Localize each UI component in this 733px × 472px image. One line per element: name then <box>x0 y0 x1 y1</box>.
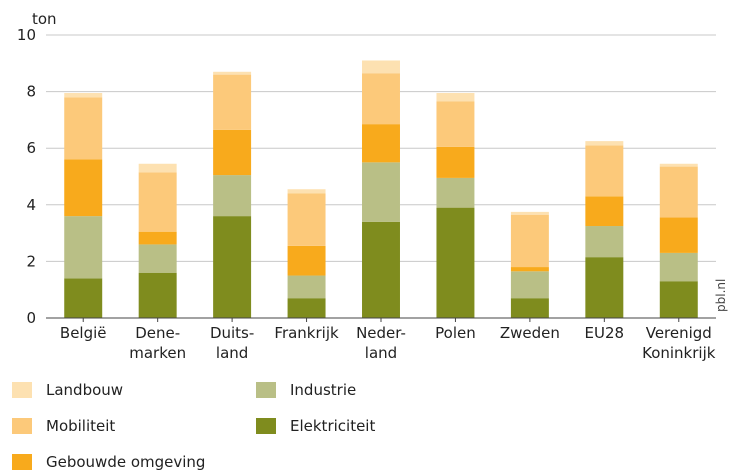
x-tick-label: EU28 <box>585 324 625 342</box>
legend-swatch <box>256 418 276 434</box>
bar-segment <box>659 166 698 218</box>
x-tick-label: Duits- <box>210 324 254 342</box>
bar-segment <box>213 74 252 130</box>
x-tick-label: Neder- <box>356 324 406 342</box>
bar-segment <box>213 129 252 176</box>
bar-segment <box>436 207 475 318</box>
bar-segment <box>287 298 326 318</box>
x-tick-label: Zweden <box>500 324 560 342</box>
bar-segment <box>510 271 549 299</box>
legend-swatch <box>256 382 276 398</box>
bar-segment <box>585 196 624 227</box>
bar-segment <box>287 189 326 194</box>
bar-segment <box>436 93 475 102</box>
bar-segment <box>510 211 549 215</box>
bar-segment <box>138 172 177 232</box>
bar-segment <box>362 73 400 125</box>
bar-segment <box>138 272 177 318</box>
legend-label: Elektriciteit <box>290 417 376 435</box>
bar-segment <box>659 163 698 167</box>
bar-segment <box>213 216 252 318</box>
y-tick-label: 4 <box>26 196 36 214</box>
bar-segment <box>510 267 549 272</box>
bar-segment <box>213 71 252 75</box>
bar-segment <box>362 221 400 318</box>
bar-segment <box>287 275 326 299</box>
y-tick-label: 0 <box>26 309 36 327</box>
x-tick-label: Koninkrijk <box>642 344 716 362</box>
bar-segment <box>64 216 103 279</box>
bar-segment <box>64 159 103 217</box>
x-tick-label: land <box>216 344 248 362</box>
bar-segment <box>287 245 326 276</box>
x-tick-label: land <box>365 344 397 362</box>
bar-segment <box>436 146 475 178</box>
x-tick-label: marken <box>129 344 186 362</box>
bar-segment <box>436 101 475 147</box>
bar-segment <box>362 162 400 222</box>
bar-segment <box>138 244 177 273</box>
legend-item: Industrie <box>256 380 356 400</box>
source-label: pbl.nl <box>714 279 728 312</box>
legend-swatch <box>12 382 32 398</box>
bar-segment <box>585 141 624 146</box>
legend-swatch <box>12 418 32 434</box>
bar-segment <box>213 175 252 217</box>
bar-segment <box>138 163 177 173</box>
x-tick-label: Frankrijk <box>274 324 339 342</box>
bar-segment <box>287 193 326 246</box>
y-tick-label: 2 <box>26 252 36 270</box>
bar-segment <box>64 97 103 160</box>
bar-segment <box>362 60 400 74</box>
legend-swatch <box>12 454 32 470</box>
legend-label: Landbouw <box>46 381 124 399</box>
y-tick-label: 6 <box>26 139 36 157</box>
bar-segment <box>362 124 400 163</box>
legend-item: Landbouw <box>12 380 123 400</box>
bar-segment <box>510 298 549 318</box>
x-tick-label: Verenigd <box>646 324 712 342</box>
bar-segment <box>585 226 624 258</box>
bar-segment <box>510 214 549 268</box>
bar-segment <box>436 177 475 208</box>
bar-segment <box>585 145 624 197</box>
bar-segment <box>659 281 698 318</box>
bar-segment <box>64 93 103 98</box>
x-tick-label: Polen <box>435 324 476 342</box>
legend-label: Mobiliteit <box>46 417 116 435</box>
legend-label: Industrie <box>290 381 357 399</box>
bars <box>64 60 698 318</box>
x-tick-label: België <box>60 324 107 342</box>
y-tick-label: 8 <box>26 83 36 101</box>
bar-segment <box>585 257 624 318</box>
y-axis-label: ton <box>32 10 57 28</box>
legend-label: Gebouwde omgeving <box>46 453 206 471</box>
bar-segment <box>138 231 177 245</box>
bar-segment <box>64 278 103 318</box>
legend-item: Gebouwde omgeving <box>12 452 205 472</box>
bar-segment <box>659 252 698 282</box>
y-tick-label: 10 <box>17 26 36 44</box>
bar-segment <box>659 217 698 253</box>
x-tick-label: Dene- <box>135 324 180 342</box>
legend-item: Elektriciteit <box>256 416 375 436</box>
legend-item: Mobiliteit <box>12 416 115 436</box>
